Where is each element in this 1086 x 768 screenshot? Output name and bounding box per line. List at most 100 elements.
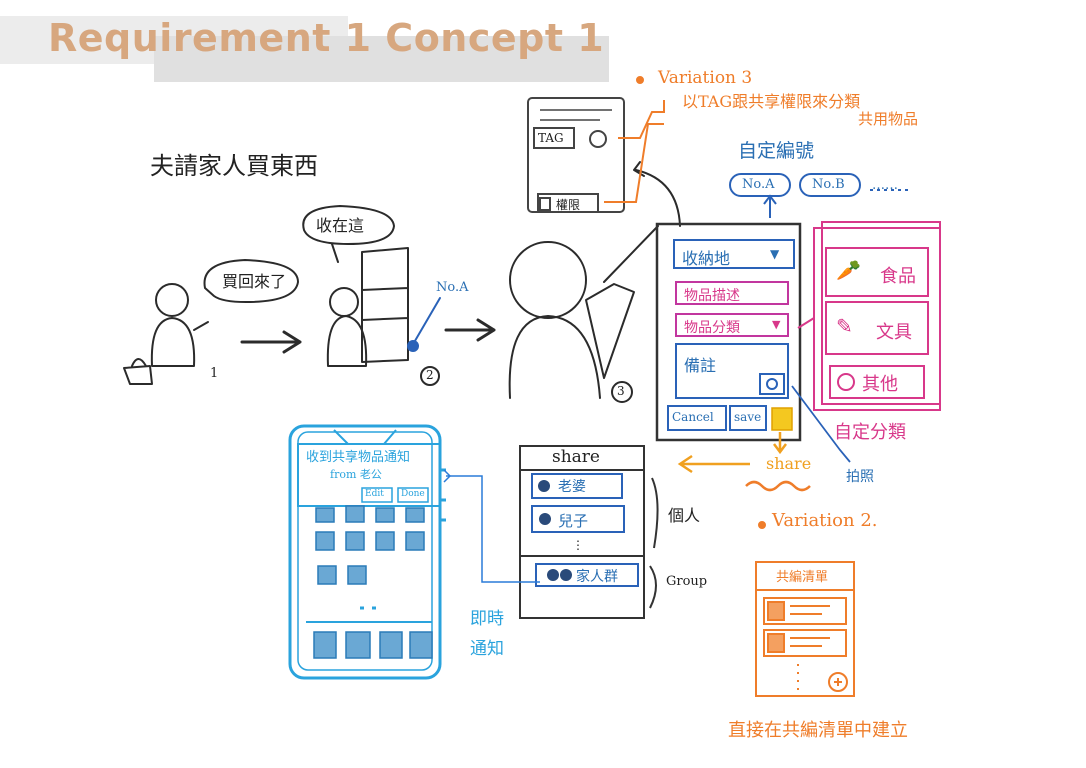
share-panel-title: share (552, 447, 600, 467)
share-person-1-box (531, 473, 623, 499)
category-caption: 自定分類 (834, 422, 906, 443)
category-plus-icon (837, 373, 855, 391)
variation-2-list-title: 共編清單 (776, 570, 829, 585)
category-link (797, 317, 815, 329)
photo-icon-box (771, 407, 793, 431)
share-down-arrow (773, 432, 787, 455)
category-other-box (829, 365, 925, 399)
step-1-label: 1 (210, 366, 219, 381)
numbering-more: …… (872, 178, 898, 193)
v3-arrow-2 (604, 123, 664, 203)
photo-label: 拍照 (846, 469, 874, 485)
share-left-arrow (677, 454, 750, 474)
list-row-2 (763, 629, 847, 657)
variation-3-permission-label: 權限 (556, 198, 581, 212)
permission-box (537, 193, 599, 213)
step-3-label: 3 (617, 384, 625, 398)
cancel-box (667, 405, 727, 431)
item-desc-box (675, 281, 789, 305)
shopping-bag (123, 358, 153, 385)
share-more-dots: ⋮ (572, 538, 584, 552)
person-3-body (508, 315, 601, 399)
phone-caption-line-2: 通知 (470, 639, 504, 659)
shelf (361, 247, 409, 363)
item-category-box (675, 313, 789, 337)
carrot-icon: 🥕 (836, 258, 861, 282)
save-button[interactable]: save (734, 410, 762, 424)
page-title: Requirement 1 Concept 1 (48, 16, 605, 60)
speech-bubble-1 (203, 259, 299, 303)
numbering-chip-a[interactable]: No.A (742, 177, 775, 192)
tag-label-no-a: No.A (436, 280, 469, 295)
tag-dot (407, 340, 419, 352)
share-label-personal: 個人 (668, 506, 701, 525)
person-3-head (509, 241, 587, 319)
step-2-label: 2 (426, 368, 434, 382)
list-plus-icon (828, 672, 848, 692)
share-group-box (535, 563, 639, 587)
chip-b-outline (799, 173, 861, 197)
variation-2-caption: 直接在共編清單中建立 (728, 720, 908, 741)
category-food[interactable]: 食品 (880, 266, 916, 287)
zoom-line (603, 225, 659, 283)
share-panel-frame (519, 445, 645, 619)
person-1-head (155, 283, 189, 317)
notification-title: 收到共享物品通知 (306, 450, 411, 465)
share-label-group: Group (666, 574, 708, 589)
photo-pointer (791, 385, 851, 463)
speech-bubble-2 (302, 205, 395, 245)
person-1-body (150, 317, 196, 367)
category-other[interactable]: 其他 (862, 374, 898, 395)
curve-arrow (635, 169, 681, 227)
notify-link-line (446, 475, 540, 583)
share-person-2[interactable]: 兒子 (558, 512, 589, 530)
tag-pointer (411, 297, 441, 347)
numbering-chip-b[interactable]: No.B (812, 177, 845, 192)
group-brace (649, 565, 657, 609)
variation-3-title: Variation 3 (658, 68, 753, 88)
story-heading: 夫請家人買東西 (150, 152, 318, 180)
chevron-down-icon: ▼ (770, 247, 780, 261)
person-2-head (329, 287, 359, 317)
item-category-dropdown[interactable]: 物品分類 (684, 320, 740, 336)
pencil-icon: ✎ (836, 314, 853, 338)
share-group-1[interactable]: 家人群 (576, 569, 618, 585)
notification-done-button[interactable]: Done (401, 489, 425, 499)
bubble-tail (331, 243, 339, 263)
list-row-1 (763, 597, 847, 625)
share-person-1[interactable]: 老婆 (558, 479, 586, 495)
notification-sub: from 老公 (330, 468, 382, 481)
person-2-body (326, 315, 368, 367)
variation-3-line-2: 共用物品 (858, 110, 919, 128)
variation-3-line-1: 以TAG跟共享權限來分類 (682, 92, 861, 111)
arrow-2 (444, 318, 496, 342)
step-2-circle (420, 366, 440, 386)
category-stationery[interactable]: 文具 (876, 322, 912, 343)
phone-in-hand (585, 283, 635, 379)
storage-dropdown[interactable]: 收納地 (682, 249, 731, 268)
chip-a-outline (729, 173, 791, 197)
camera-icon-box (759, 373, 785, 395)
storage-dropdown-box (673, 239, 795, 269)
note-box (675, 343, 789, 399)
share-arrow-label: share (766, 454, 812, 473)
title-bg-strip-2 (154, 36, 609, 82)
notification-edit-button[interactable]: Edit (365, 489, 384, 499)
category-chevron-down-icon: ▼ (772, 318, 781, 331)
plus-icon (589, 130, 607, 148)
variation-2-title: Variation 2. (772, 510, 878, 531)
note-field[interactable]: 備註 (684, 356, 717, 375)
step-3-circle (611, 381, 633, 403)
personal-brace (651, 477, 659, 549)
v3-arrow-1 (618, 100, 665, 139)
variation-2-list-frame (755, 561, 855, 697)
form-phone-frame (655, 222, 802, 442)
squiggle (745, 480, 811, 492)
item-desc-field[interactable]: 物品描述 (684, 288, 740, 304)
phone-caption-line-1: 即時 (470, 609, 504, 629)
notification-card (297, 443, 441, 507)
tag-box (533, 127, 575, 149)
cancel-button[interactable]: Cancel (672, 410, 714, 424)
category-stationery-box (825, 301, 929, 355)
bubble-1-text: 買回來了 (222, 272, 287, 291)
